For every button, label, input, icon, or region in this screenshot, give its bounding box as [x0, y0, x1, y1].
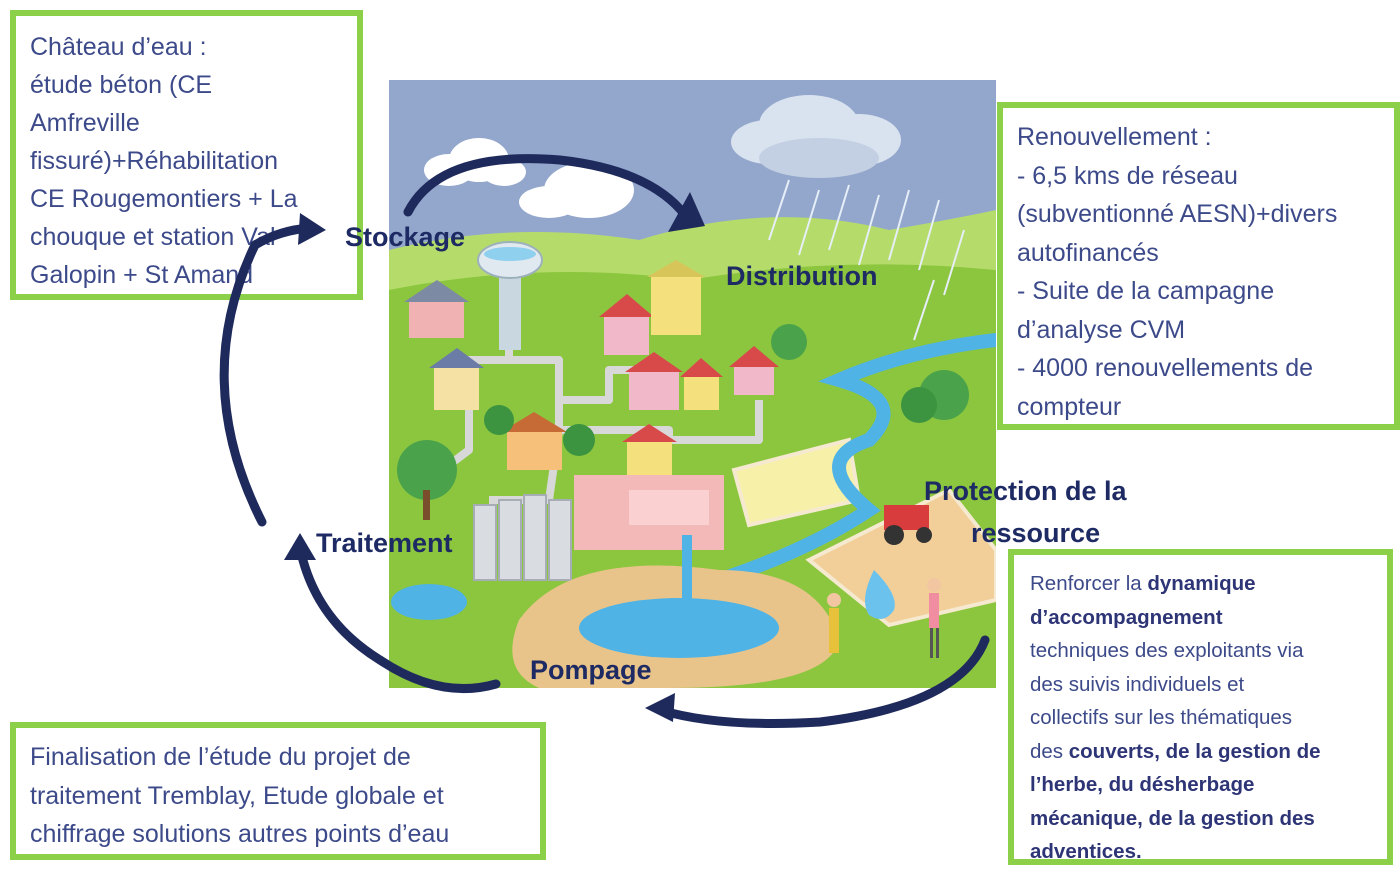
stockage-line: étude béton (CE — [30, 71, 213, 99]
protection-emphasis: l’herbe, du désherbage — [1030, 773, 1255, 796]
stockage-line: CE Rougemontiers + La — [30, 185, 298, 213]
protection-line: d’accompagnement — [1030, 601, 1379, 635]
distribution-line: - Suite de la campagne — [1017, 277, 1275, 305]
distribution-line: d’analyse CVM — [1017, 315, 1186, 344]
small-pond — [391, 584, 467, 620]
arrowhead-traitement — [284, 533, 316, 560]
stage-label-protection-line2: ressource — [971, 518, 1101, 548]
distribution-line: - 6,5 kms de réseau — [1017, 161, 1238, 190]
stage-label-stockage: Stockage — [345, 222, 466, 252]
stage-label-distribution: Distribution — [726, 261, 878, 291]
protection-line: des couverts, de la gestion de — [1030, 735, 1379, 769]
protection-emphasis: couverts, de la gestion de — [1068, 739, 1321, 763]
distribution-line: - 4000 renouvellements de — [1017, 354, 1314, 382]
protection-line: adventices. — [1030, 835, 1379, 869]
stockage-line: fissuré)+Réhabilitation — [30, 147, 279, 175]
protection-emphasis: dynamique — [1147, 572, 1256, 595]
stockage-line: chouque et station Val — [30, 223, 276, 251]
distribution-line: (subventionné AESN)+divers — [1017, 200, 1338, 228]
protection-text: Renforcer la — [1030, 572, 1148, 595]
distribution-line: autofinancés — [1017, 238, 1159, 267]
pump-pipe — [682, 535, 692, 615]
water-cycle-illustration — [389, 80, 996, 688]
protection-line: collectifs sur les thématiques — [1030, 706, 1293, 729]
stockage-line: Château d’eau : — [30, 33, 207, 61]
distribution-line: compteur — [1017, 392, 1122, 421]
water-tower-icon — [477, 241, 543, 350]
protection-text: des — [1030, 739, 1069, 763]
protection-line: mécanique, de la gestion des — [1030, 802, 1379, 836]
stockage-line: Galopin + St Amand — [30, 261, 254, 289]
groundwater — [579, 598, 779, 658]
protection-info-box: Renforcer la dynamique d’accompagnement … — [1008, 549, 1393, 865]
stage-label-pompage: Pompage — [530, 655, 652, 685]
houses-icon — [404, 260, 779, 475]
protection-emphasis: adventices. — [1030, 840, 1142, 863]
arrowhead-pompage — [645, 693, 675, 722]
traitement-line: traitement Tremblay, Etude globale et — [30, 781, 444, 810]
distribution-line: Renouvellement : — [1017, 123, 1212, 151]
trees-icon — [397, 324, 969, 520]
protection-emphasis: d’accompagnement — [1030, 605, 1223, 629]
traitement-line: Finalisation de l’étude du projet de — [30, 743, 411, 771]
protection-line: Renforcer la dynamique — [1030, 567, 1379, 601]
rain-icon — [768, 179, 965, 341]
protection-emphasis: mécanique, de la gestion des — [1030, 806, 1315, 830]
protection-line: l’herbe, du désherbage — [1030, 768, 1379, 802]
stockage-info-box: Château d’eau : étude béton (CE Amfrevil… — [10, 10, 363, 300]
rain-cloud-icon — [731, 95, 901, 178]
traitement-line: chiffrage solutions autres points d’eau — [30, 820, 450, 848]
distribution-info-box: Renouvellement : - 6,5 kms de réseau (su… — [997, 102, 1400, 430]
stage-label-traitement: Traitement — [316, 528, 453, 558]
protection-line: techniques des exploitants via — [1030, 639, 1304, 662]
river — [712, 333, 996, 587]
stockage-line: Amfreville — [30, 109, 140, 137]
stage-label-protection: Protection de la — [924, 476, 1127, 506]
protection-line: des suivis individuels et — [1030, 672, 1245, 696]
traitement-info-box: Finalisation de l’étude du projet de tra… — [10, 722, 546, 860]
